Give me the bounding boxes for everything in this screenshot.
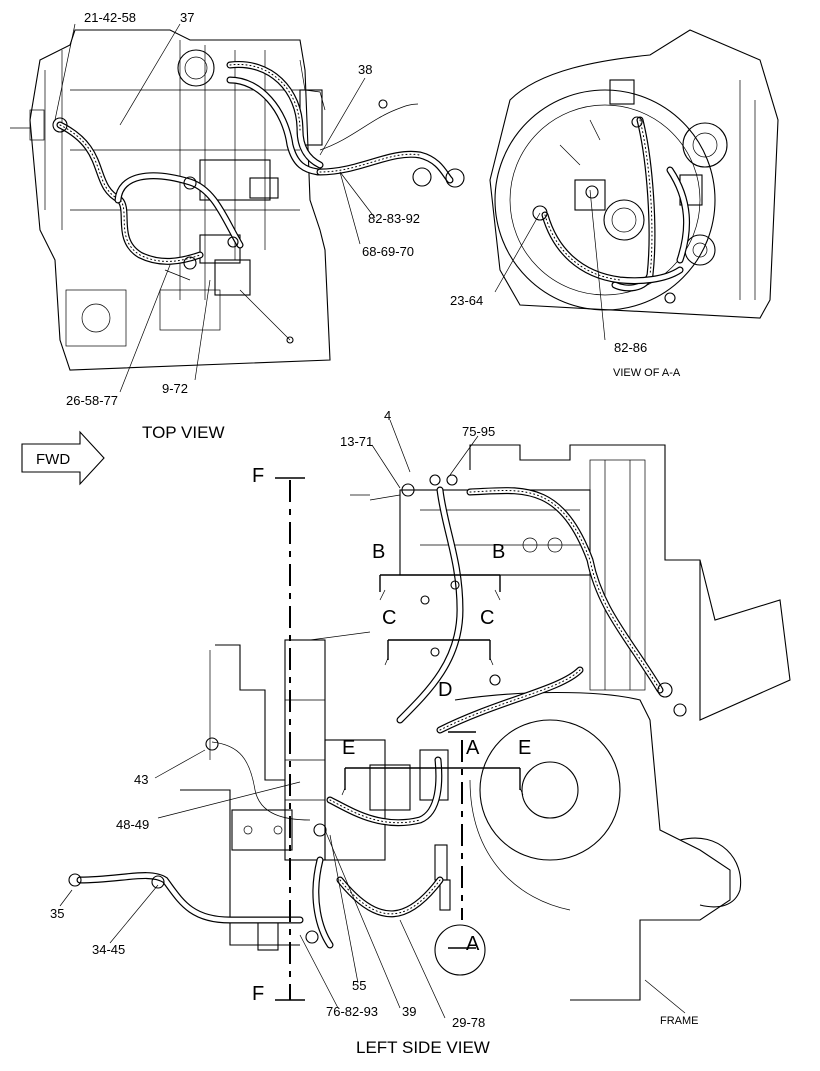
section-a-bottom: A bbox=[466, 933, 480, 955]
section-b-left: B bbox=[372, 541, 385, 563]
top-view-drawing bbox=[10, 29, 465, 371]
callout-39: 39 bbox=[402, 1004, 416, 1019]
top-view-title: TOP VIEW bbox=[142, 423, 225, 442]
section-e-left: E bbox=[342, 737, 355, 759]
callout-21-42-58: 21-42-58 bbox=[84, 10, 136, 25]
section-d: D bbox=[438, 679, 452, 701]
left-side-view-drawing bbox=[68, 444, 791, 1001]
callout-55: 55 bbox=[352, 978, 366, 993]
fwd-label: FWD bbox=[36, 451, 70, 468]
section-f-bottom: F bbox=[252, 983, 264, 1005]
callout-75-95: 75-95 bbox=[462, 424, 495, 439]
section-lines bbox=[275, 477, 524, 1001]
callout-26-58-77: 26-58-77 bbox=[66, 393, 118, 408]
callout-29-78: 29-78 bbox=[452, 1015, 485, 1030]
callout-76-82-93: 76-82-93 bbox=[326, 1004, 378, 1019]
frame-label: FRAME bbox=[660, 1015, 699, 1027]
callout-4: 4 bbox=[384, 408, 391, 423]
callout-43: 43 bbox=[134, 772, 148, 787]
section-e-right: E bbox=[518, 737, 531, 759]
callout-37: 37 bbox=[180, 10, 194, 25]
callout-82-86: 82-86 bbox=[614, 340, 647, 355]
callout-13-71: 13-71 bbox=[340, 434, 373, 449]
callout-48-49: 48-49 bbox=[116, 817, 149, 832]
section-c-left: C bbox=[382, 607, 396, 629]
callout-38: 38 bbox=[358, 62, 372, 77]
section-c-right: C bbox=[480, 607, 494, 629]
view-aa-title: VIEW OF A-A bbox=[613, 367, 681, 379]
view-aa-drawing bbox=[489, 29, 779, 319]
fwd-arrow bbox=[21, 430, 105, 486]
section-b-right: B bbox=[492, 541, 505, 563]
callout-23-64: 23-64 bbox=[450, 293, 483, 308]
leader-lines bbox=[54, 23, 686, 1019]
section-a-top: A bbox=[466, 737, 480, 759]
callout-9-72: 9-72 bbox=[162, 381, 188, 396]
callout-68-69-70: 68-69-70 bbox=[362, 244, 414, 259]
callout-34-45: 34-45 bbox=[92, 942, 125, 957]
callout-82-83-92: 82-83-92 bbox=[368, 211, 420, 226]
section-f-top: F bbox=[252, 465, 264, 487]
callout-35: 35 bbox=[50, 906, 64, 921]
left-side-view-title: LEFT SIDE VIEW bbox=[356, 1038, 490, 1057]
